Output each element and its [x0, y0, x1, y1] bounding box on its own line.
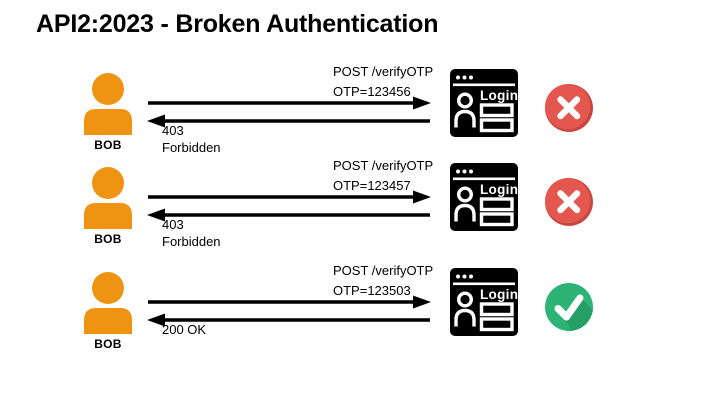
request-method: POST /verifyOTP — [333, 64, 434, 79]
response-arrow-icon — [147, 313, 430, 327]
window-dot-icon — [469, 75, 473, 80]
request-arrow-icon — [148, 190, 431, 204]
actor-label: BOB — [94, 232, 122, 246]
login-window-icon: Login — [450, 268, 518, 336]
person-icon — [84, 272, 132, 334]
page-title: API2:2023 - Broken Authentication — [36, 10, 439, 38]
request-otp: OTP=123503 — [333, 283, 411, 298]
input-field-shape — [479, 118, 514, 133]
response-arrow-icon — [147, 208, 430, 222]
request-method: POST /verifyOTP — [333, 263, 434, 278]
actor-label: BOB — [94, 337, 122, 351]
person-icon — [84, 73, 132, 135]
request-otp: OTP=123457 — [333, 178, 411, 193]
input-field-shape — [479, 317, 514, 332]
success-icon — [545, 283, 593, 331]
request-method: POST /verifyOTP — [333, 158, 434, 173]
user-outline-icon — [456, 291, 474, 308]
user-outline-icon — [454, 109, 476, 128]
response-label: 200 OK — [162, 321, 206, 338]
window-dot-icon — [456, 75, 460, 80]
actor: BOB — [84, 73, 132, 152]
login-window-icon: Login — [450, 163, 518, 231]
window-dot-icon — [456, 169, 460, 174]
request-arrow-icon — [148, 295, 431, 309]
login-label: Login — [480, 88, 518, 103]
request-otp: OTP=123456 — [333, 84, 411, 99]
request-label: POST /verifyOTP OTP=123503 — [333, 261, 433, 301]
user-outline-icon — [454, 203, 476, 222]
window-dot-icon — [462, 75, 467, 80]
user-outline-icon — [454, 308, 476, 327]
input-field-shape — [479, 212, 514, 227]
actor: BOB — [84, 167, 132, 246]
response-reason: Forbidden — [162, 234, 221, 249]
window-dot-icon — [462, 274, 467, 279]
error-icon — [545, 178, 593, 226]
actor: BOB — [84, 272, 132, 351]
response-reason: Forbidden — [162, 140, 221, 155]
actor-label: BOB — [94, 138, 122, 152]
response-code: 200 OK — [162, 322, 207, 337]
window-dot-icon — [462, 169, 467, 174]
window-dot-icon — [469, 274, 473, 279]
response-arrow-icon — [147, 114, 430, 128]
response-label: 403 Forbidden — [162, 216, 221, 250]
request-label: POST /verifyOTP OTP=123457 — [333, 156, 433, 196]
window-dot-icon — [469, 169, 473, 174]
user-outline-icon — [456, 186, 474, 203]
response-code: 403 — [162, 217, 184, 232]
request-label: POST /verifyOTP OTP=123456 — [333, 62, 433, 102]
input-field-shape — [479, 103, 514, 118]
login-label: Login — [480, 287, 518, 302]
request-arrow-icon — [148, 96, 431, 110]
response-code: 403 — [162, 123, 184, 138]
input-field-shape — [479, 302, 514, 317]
response-label: 403 Forbidden — [162, 122, 221, 156]
login-label: Login — [480, 182, 518, 197]
window-dot-icon — [456, 274, 460, 279]
input-field-shape — [479, 197, 514, 212]
user-outline-icon — [456, 92, 474, 109]
person-icon — [84, 167, 132, 229]
login-window-icon: Login — [450, 69, 518, 137]
error-icon — [545, 84, 593, 132]
